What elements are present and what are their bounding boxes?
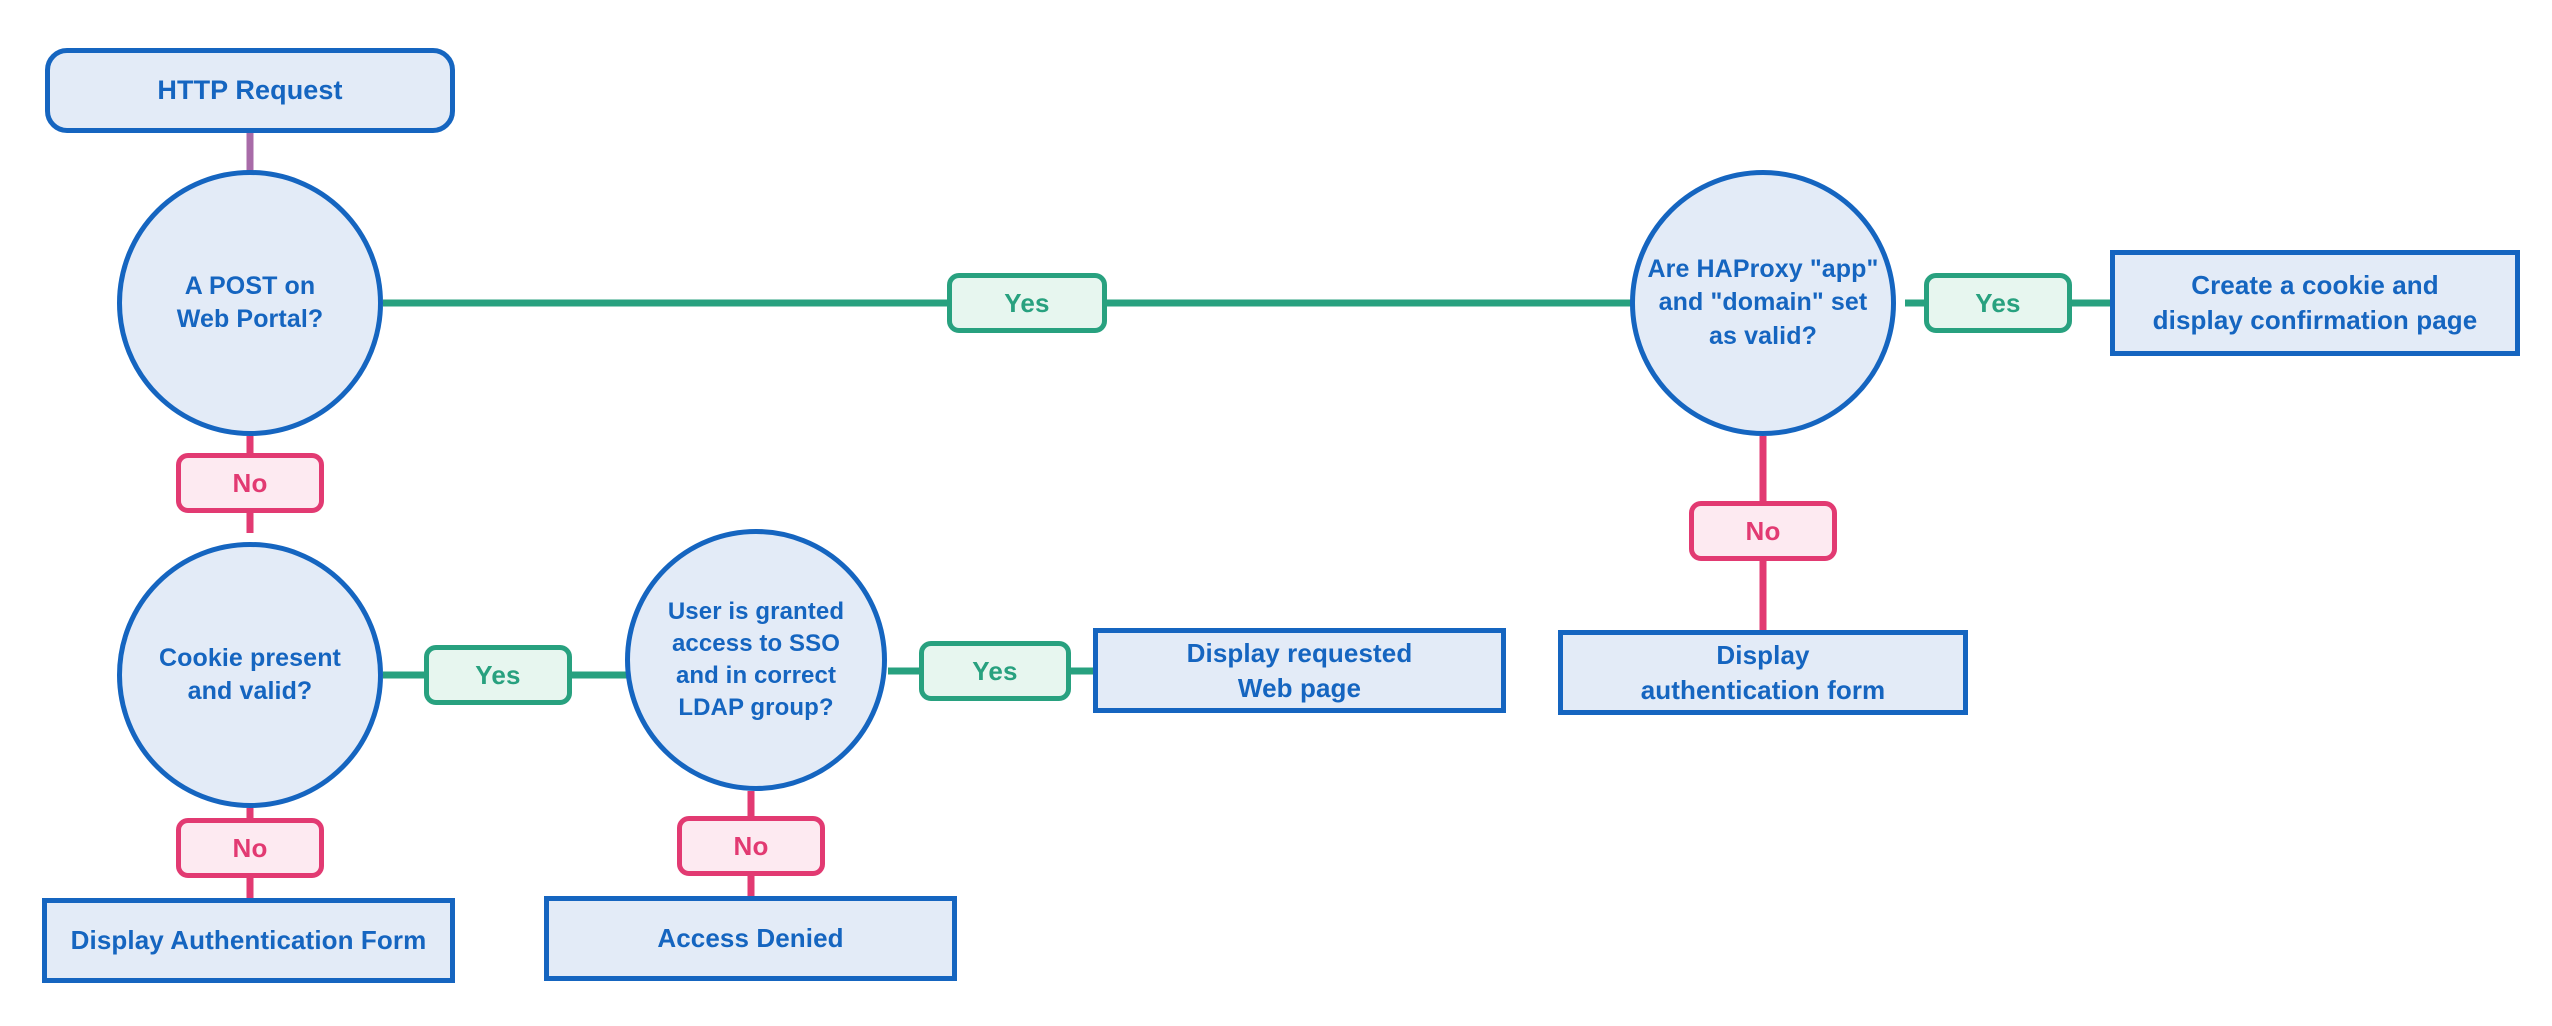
edge-label-cookie-yes: Yes bbox=[424, 645, 572, 705]
node-cookie-present[interactable]: Cookie present and valid? bbox=[117, 542, 383, 808]
node-haproxy-app-domain-label: Are HAProxy "app" and "domain" set as va… bbox=[1647, 255, 1879, 350]
node-cookie-present-label: Cookie present and valid? bbox=[158, 643, 341, 705]
edge-label-post-yes-text: Yes bbox=[1004, 287, 1050, 318]
node-access-denied[interactable]: Access Denied bbox=[544, 896, 957, 981]
edge-label-sso-no: No bbox=[677, 816, 825, 876]
edge-label-cookie-yes-text: Yes bbox=[475, 659, 521, 690]
node-display-auth-form-left-label: Display Authentication Form bbox=[70, 925, 427, 956]
node-haproxy-app-domain[interactable]: Are HAProxy "app" and "domain" set as va… bbox=[1630, 170, 1896, 436]
node-user-granted-sso-label: User is granted access to SSO and in cor… bbox=[667, 598, 845, 721]
edge-label-post-no: No bbox=[176, 453, 324, 513]
node-access-denied-label: Access Denied bbox=[657, 923, 844, 954]
edge-label-post-yes: Yes bbox=[947, 273, 1107, 333]
node-http-request-label: HTTP Request bbox=[157, 74, 343, 105]
node-post-on-web-portal-label: A POST on Web Portal? bbox=[176, 271, 324, 333]
node-http-request[interactable]: HTTP Request bbox=[45, 48, 455, 133]
node-display-auth-form-left[interactable]: Display Authentication Form bbox=[42, 898, 455, 983]
edge-label-sso-no-text: No bbox=[733, 830, 769, 861]
edge-label-cookie-no: No bbox=[176, 818, 324, 878]
edge-label-haproxy-yes-text: Yes bbox=[1975, 287, 2021, 318]
node-display-requested-page[interactable]: Display requested Web page bbox=[1093, 628, 1506, 713]
node-create-cookie-label: Create a cookie and display confirmation… bbox=[2152, 270, 2478, 335]
edge-label-post-no-text: No bbox=[232, 467, 268, 498]
edge-label-sso-yes-text: Yes bbox=[972, 655, 1018, 686]
edge-label-haproxy-yes: Yes bbox=[1924, 273, 2072, 333]
edge-label-cookie-no-text: No bbox=[232, 832, 268, 863]
node-create-cookie[interactable]: Create a cookie and display confirmation… bbox=[2110, 250, 2520, 356]
node-display-requested-page-label: Display requested Web page bbox=[1186, 637, 1413, 703]
edge-label-haproxy-no: No bbox=[1689, 501, 1837, 561]
edge-label-sso-yes: Yes bbox=[919, 641, 1071, 701]
node-post-on-web-portal[interactable]: A POST on Web Portal? bbox=[117, 170, 383, 436]
node-display-auth-form-right-label: Display authentication form bbox=[1640, 639, 1886, 705]
node-display-auth-form-right[interactable]: Display authentication form bbox=[1558, 630, 1968, 715]
node-user-granted-sso[interactable]: User is granted access to SSO and in cor… bbox=[625, 529, 887, 791]
edge-label-haproxy-no-text: No bbox=[1745, 515, 1781, 546]
